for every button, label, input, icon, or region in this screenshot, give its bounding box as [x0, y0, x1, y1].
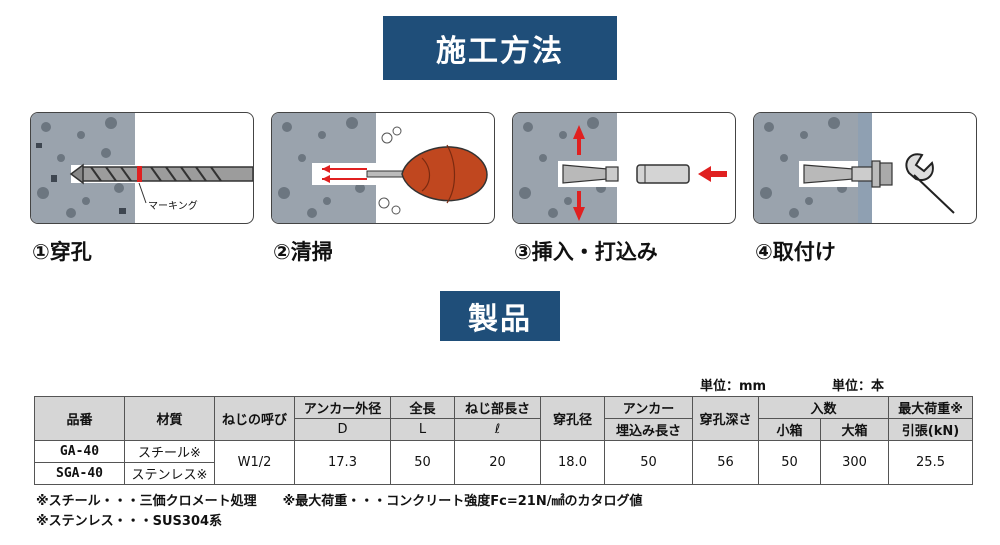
th-outer-dia-symbol: D: [294, 418, 391, 441]
cell-material: スチール※: [124, 440, 215, 463]
cell-qty-large: 300: [819, 440, 890, 485]
th-load-bottom: 引張(kN): [888, 418, 974, 441]
footnote-1: ※スチール・・・三価クロメート処理 ※最大荷重・・・コンクリート強度Fc=21N…: [36, 494, 643, 509]
step-1-drilling-illustration: マーキング: [30, 112, 254, 224]
cell-hole-dia: 18.0: [540, 440, 605, 485]
step-4-caption: ④取付け: [755, 240, 836, 264]
unit-length-label: 単位：mm: [700, 379, 767, 394]
cell-length: 50: [390, 440, 455, 485]
cell-embed: 50: [604, 440, 693, 485]
step-2-cleaning-illustration: [271, 112, 495, 224]
th-length: 全長: [390, 396, 455, 419]
heading-product: 製品: [440, 291, 560, 341]
heading-install-method: 施工方法: [383, 16, 617, 80]
cell-qty-small: 50: [758, 440, 821, 485]
marking-label: マーキング: [148, 199, 198, 212]
cell-material: ステンレス※: [124, 462, 215, 485]
cell-thread-len: 20: [454, 440, 541, 485]
th-qty-small: 小箱: [758, 418, 821, 441]
cell-part-no: GA-40: [34, 440, 125, 463]
step-2-caption: ②清掃: [273, 240, 333, 264]
th-load-top: 最大荷重※: [888, 396, 974, 419]
cell-part-no: SGA-40: [34, 462, 125, 485]
product-spec-table: 品番 材質 ねじの呼び アンカー外径 全長 ねじ部長さ 穿孔径 アンカー 穿孔深…: [34, 396, 974, 485]
th-part-no: 品番: [34, 396, 125, 441]
th-qty-large: 大箱: [819, 418, 890, 441]
cell-hole-depth: 56: [692, 440, 759, 485]
th-embed-bottom: 埋込み長さ: [604, 418, 693, 441]
th-thread-len: ねじ部長さ: [454, 396, 541, 419]
step-3-insert-illustration: [512, 112, 736, 224]
table-row: GA-40 スチール※ W1/2 17.3 50 20 18.0 50 56 5…: [34, 440, 974, 485]
th-outer-dia: アンカー外径: [294, 396, 391, 419]
table-row: SGA-40 ステンレス※: [34, 462, 973, 485]
cell-load: 25.5: [888, 440, 974, 485]
th-hole-dia: 穿孔径: [540, 396, 605, 441]
th-hole-depth: 穿孔深さ: [692, 396, 759, 441]
cell-thread: W1/2: [214, 440, 295, 485]
th-embed-top: アンカー: [604, 396, 693, 419]
th-thread: ねじの呼び: [214, 396, 295, 441]
step-3-caption: ③挿入・打込み: [514, 240, 658, 264]
cell-outer-dia: 17.3: [294, 440, 391, 485]
th-qty: 入数: [757, 396, 890, 419]
th-material: 材質: [124, 396, 215, 441]
step-1-caption: ①穿孔: [32, 240, 92, 264]
th-thread-len-symbol: ℓ: [454, 418, 541, 441]
footnote-2: ※ステンレス・・・SUS304系: [36, 514, 223, 529]
th-length-symbol: L: [390, 418, 455, 441]
step-4-fastening-illustration: [753, 112, 977, 224]
unit-count-label: 単位：本: [832, 379, 885, 394]
